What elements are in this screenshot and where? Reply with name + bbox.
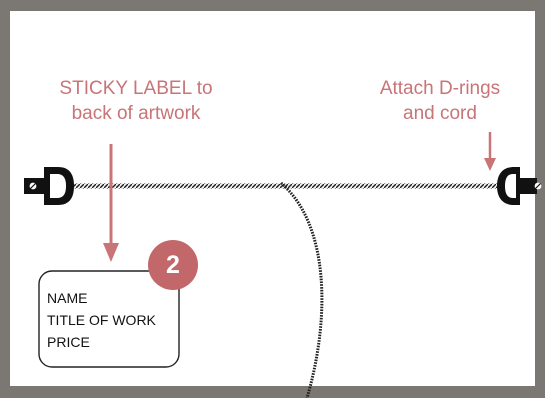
callout-sticky-label-line1: STICKY LABEL to [59,78,213,99]
label-card-name: NAME [47,290,88,306]
label-card-title: TITLE OF WORK [47,312,156,328]
label-card-price: PRICE [47,334,90,350]
callout-d-rings-line1: Attach D-rings [379,78,501,99]
cord-loop [280,181,324,398]
d-ring-icon-left [24,167,74,205]
callout-d-rings: Attach D-rings and cord [355,76,525,126]
callout-sticky-label-line2: back of artwork [71,103,201,124]
callout-sticky-label: STICKY LABEL to back of artwork [36,76,236,126]
callout-d-rings-line2: and cord [403,103,477,124]
arrow-to-label [103,144,119,262]
arrow-to-d-ring [484,132,496,171]
d-ring-icon-right [497,167,542,205]
step-badge-number: 2 [166,251,180,279]
hanging-cord [60,183,500,189]
step-badge [148,240,198,290]
label-card [38,270,180,368]
